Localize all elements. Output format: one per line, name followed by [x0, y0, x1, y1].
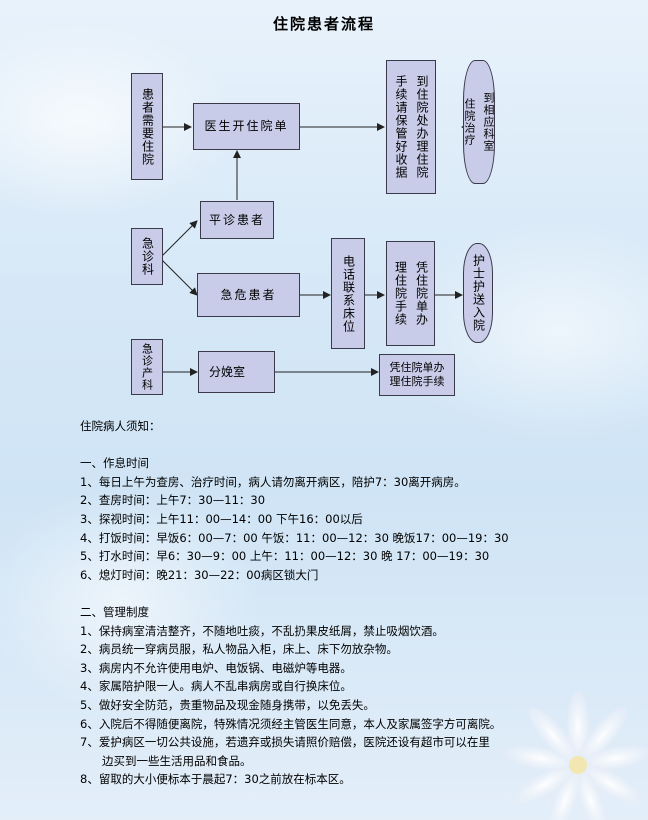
rule-item: 5、做好安全防范，贵重物品及现金随身携带，以免丢失。 — [80, 697, 375, 712]
schedule-item: 6、熄灯时间：晚21：30—22：00病区锁大门 — [80, 567, 319, 582]
doctor-order-box: 医生开住院单 — [193, 103, 300, 150]
page-title: 住院患者流程 — [272, 15, 375, 33]
delivery-proc-line-1: 凭住院单办 — [389, 361, 445, 374]
office-text: 到住院处办理住院 — [415, 75, 429, 179]
receipt-text-b: 理住院手续 — [393, 261, 408, 326]
flower-decoration-icon — [505, 691, 648, 820]
rule-item: 8、留取的大小便标本于晨起7：30之前放在标本区。 — [80, 772, 351, 787]
schedule-item: 4、打饭时间：早饭6：00—7：00 午饭：11：00—12：30 晚饭17：0… — [80, 530, 509, 545]
schedule-item: 1、每日上午为查房、治疗时间，病人请勿离开病区，陪护7：30离开病房。 — [80, 474, 466, 489]
rule-item: 3、病房内不允许使用电炉、电饭锅、电磁炉等电器。 — [80, 660, 352, 675]
rule-item: 7、爱护病区一切公共设施，若遗弃或损失请照价赔偿，医院还设有超市可以在里 — [80, 735, 490, 750]
schedule-item: 2、查房时间：上午7：30—11：30 — [80, 493, 266, 508]
admission-office-box: 到住院处办理住院 手续请保管好收据 — [386, 60, 436, 194]
delivery-room-box: 分娩室 — [198, 351, 275, 393]
obstetric-emergency-box: 急诊产科 — [131, 339, 163, 395]
critical-patient-box: 急危患者 — [197, 273, 300, 317]
arrow-emergency-to-critical — [159, 257, 198, 296]
receipt-text-a: 凭住院单办 — [414, 261, 429, 326]
rule-item: 2、病员统一穿病员服，私人物品入柜，床上、床下勿放杂物。 — [80, 642, 398, 657]
arrow-emergency-to-regular — [159, 220, 198, 259]
dept-text-1: 到相应科室 — [482, 92, 495, 152]
nurse-escort-box: 护士护送入院 — [463, 243, 493, 343]
dept-text-2: 住院治疗 — [463, 98, 476, 146]
schedule-item: 3、探视时间：上午11：00—14：00 下午16：00以后 — [80, 511, 363, 526]
delivery-procedure-box: 凭住院单办 理住院手续 — [379, 354, 455, 396]
section-schedule-title: 一、作息时间 — [80, 456, 149, 471]
regular-patient-box: 平诊患者 — [200, 201, 274, 239]
emergency-dept-box: 急诊科 — [131, 228, 163, 285]
notice-heading: 住院病人须知： — [80, 419, 161, 433]
procedures-text: 手续请保管好收据 — [394, 75, 408, 179]
inpatient-notice: 住院病人须知： 一、作息时间 1、每日上午为查房、治疗时间，病人请勿离开病区，陪… — [80, 417, 630, 789]
phone-bed-box: 电话联系床位 — [331, 238, 365, 349]
rule-item: 1、保持病室清洁整齐，不随地吐痰，不乱扔果皮纸屑，禁止吸烟饮酒。 — [80, 623, 444, 638]
rule-item: 4、家属陪护限一人。病人不乱串病房或自行换床位。 — [80, 679, 352, 694]
schedule-item: 5、打水时间：早6：30—9：00 上午：11：00—12：30 晚 17：00… — [80, 549, 490, 564]
section-rules-title: 二、管理制度 — [80, 604, 149, 619]
delivery-proc-line-2: 理住院手续 — [389, 375, 445, 388]
rule-item-continued: 边买到一些生活用品和食品。 — [102, 753, 252, 768]
department-box: 到相应科室 住院治疗 — [463, 60, 495, 184]
receipt-procedure-box: 凭住院单办 理住院手续 — [386, 241, 435, 346]
patient-needs-admission-box: 患者需要住院 — [131, 73, 163, 180]
rule-item: 6、入院后不得随便离院，特殊情况须经主管医生同意，本人及家属签字方可离院。 — [80, 716, 502, 731]
